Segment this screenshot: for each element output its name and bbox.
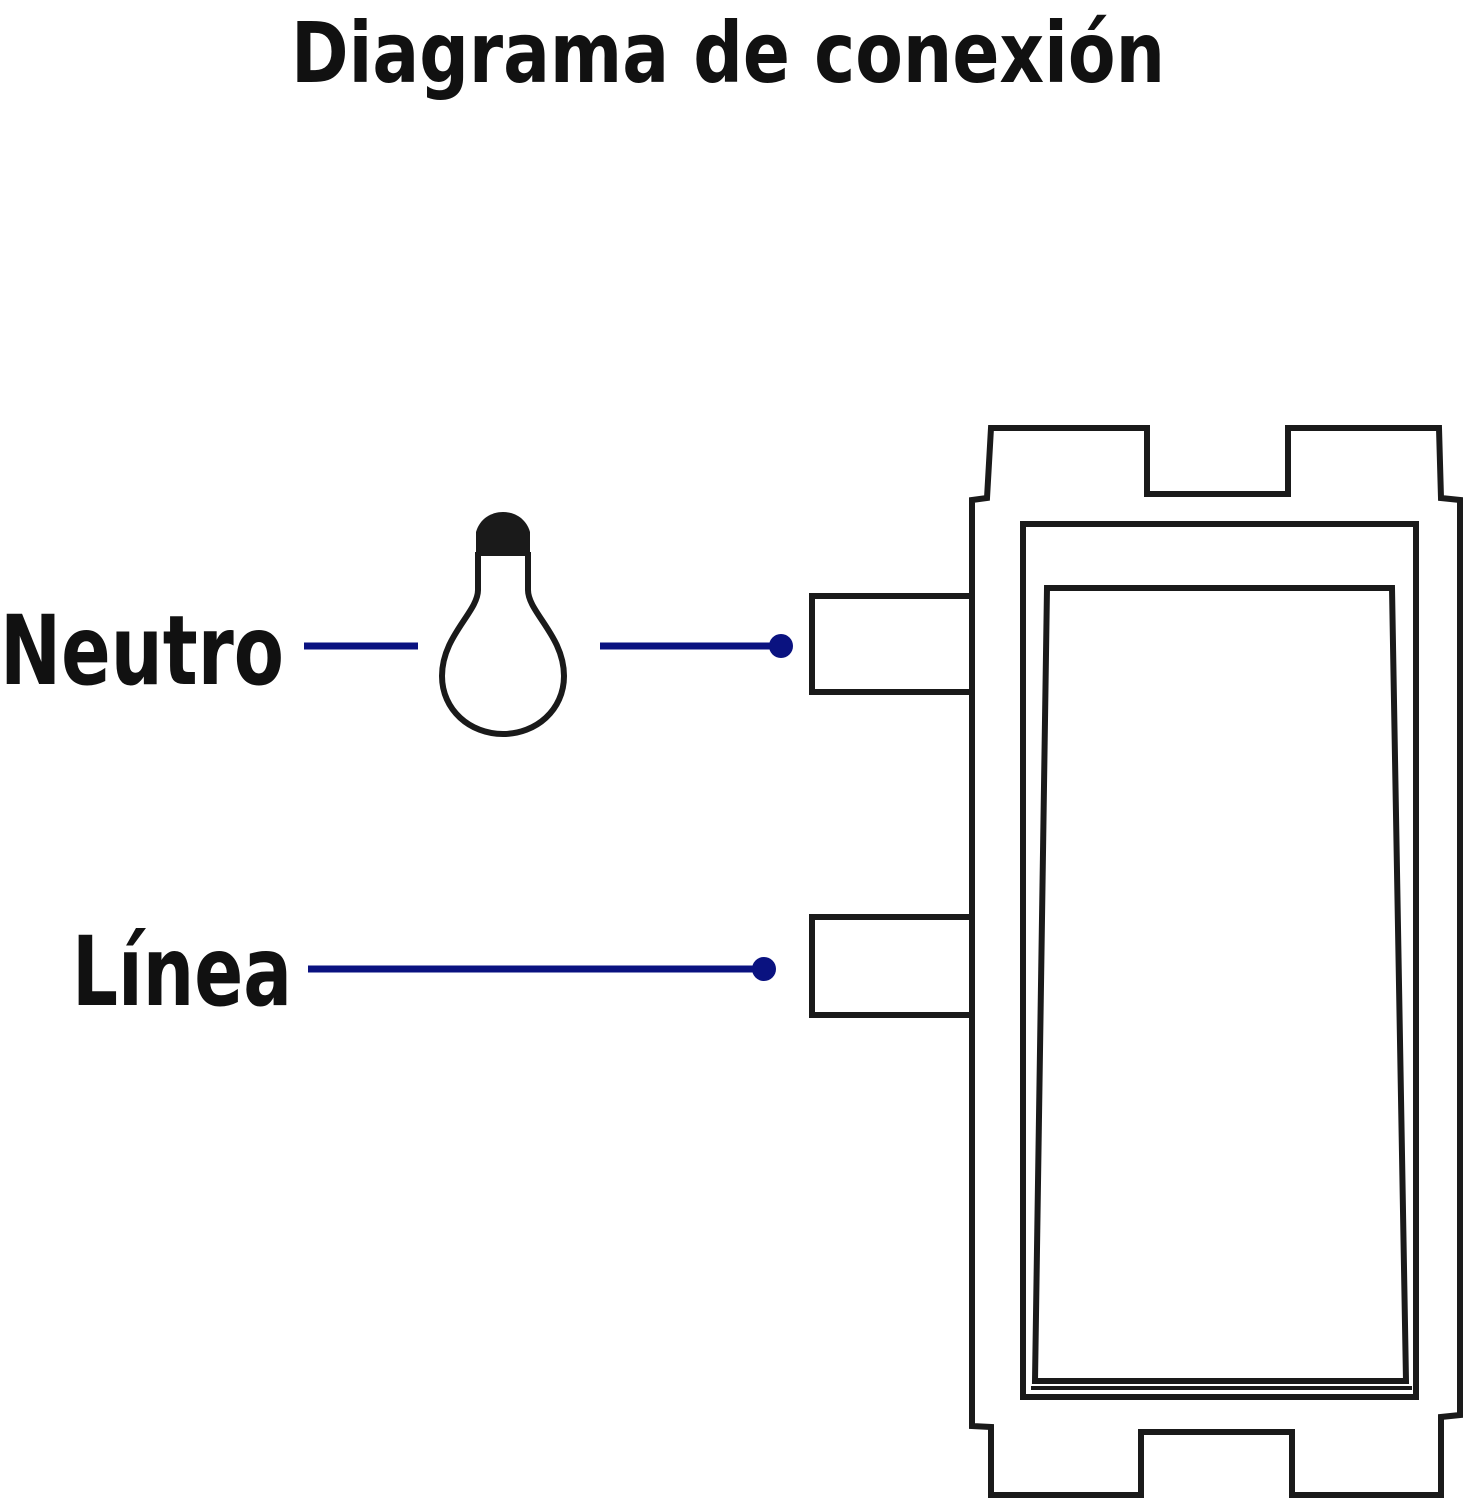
neutral-terminal-dot — [769, 634, 793, 658]
bulb-glass — [439, 552, 567, 737]
light-bulb-icon — [439, 512, 567, 737]
line-label: Línea — [72, 916, 292, 1028]
diagram-title: Diagrama de conexión — [291, 4, 1165, 102]
line-terminal-tab — [809, 914, 972, 1018]
bulb-cap — [476, 512, 530, 556]
neutral-label: Neutro — [0, 595, 284, 707]
line-terminal-dot — [752, 957, 776, 981]
switch-outer-frame — [969, 425, 1463, 1498]
neutral-terminal-tab — [809, 593, 972, 695]
switch-rocker — [1031, 585, 1410, 1384]
wall-switch-icon — [809, 425, 1463, 1498]
switch-inner-plate — [1020, 521, 1419, 1400]
